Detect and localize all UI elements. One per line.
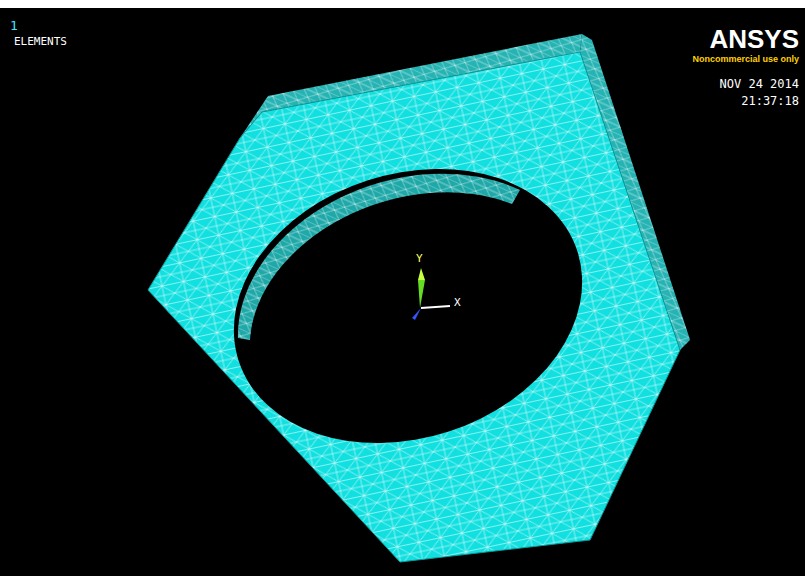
plot-type: ELEMENTS [14,35,67,48]
window-number: 1 [10,18,18,33]
date-stamp: NOV 24 2014 [720,77,799,91]
axis-label: X [454,296,461,309]
front-face [148,52,680,562]
axis-triad [412,268,450,320]
time-stamp: 21:37:18 [741,94,799,108]
bore-wall [238,174,520,340]
license-note: Noncommercial use only [692,54,799,64]
axis-label: Y [416,252,423,265]
window-border [0,0,805,8]
logo-text: ANSYS [709,24,799,55]
